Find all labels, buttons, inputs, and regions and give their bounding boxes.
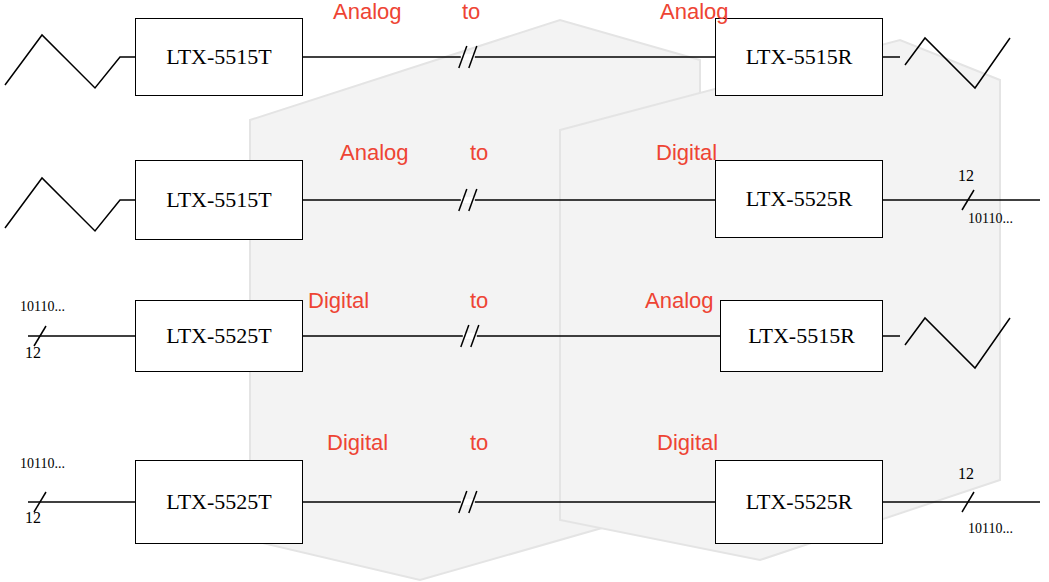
bus-slash	[34, 492, 46, 512]
device-box: LTX-5515T	[135, 18, 303, 96]
model-name: LTX-5515T	[166, 44, 272, 70]
device-box: LTX-5525T	[135, 300, 303, 372]
device-box: LTX-5515T	[135, 160, 303, 240]
bus-slash	[962, 492, 974, 512]
signal-type-heading: Digital	[657, 432, 718, 454]
model-name: LTX-5525T	[166, 323, 272, 349]
signal-type-heading: Digital	[308, 290, 369, 312]
analog-waveform	[5, 178, 135, 231]
fiber-link	[303, 491, 715, 513]
model-name: LTX-5515R	[748, 323, 855, 349]
break-mark	[469, 491, 477, 513]
fiber-line	[303, 199, 715, 201]
signal-drawings	[5, 35, 1040, 512]
fiber-line	[303, 335, 720, 337]
bus-label: 10110...	[968, 212, 1013, 226]
fiber-link	[303, 46, 715, 68]
signal-type-heading: Analog	[333, 1, 402, 23]
bus-label: 10110...	[20, 457, 65, 471]
bus-wire	[883, 199, 1040, 201]
signal-type-heading: Digital	[327, 432, 388, 454]
model-name: LTX-5515T	[166, 187, 272, 213]
break-mark	[469, 189, 477, 211]
analog-waveform	[905, 38, 1010, 88]
signal-type-heading: Analog	[645, 290, 714, 312]
break-mark	[459, 491, 467, 513]
fiber-link	[303, 325, 720, 347]
device-box: LTX-5515R	[715, 18, 883, 96]
bus-wire	[883, 501, 1040, 503]
bus-wire	[28, 501, 135, 503]
break-mark	[469, 46, 477, 68]
signal-type-heading: Analog	[340, 142, 409, 164]
bus-label: 10110...	[20, 300, 65, 314]
model-name: LTX-5525R	[746, 186, 853, 212]
signal-type-heading: to	[462, 1, 480, 23]
break-mark	[459, 46, 467, 68]
break-mark	[459, 189, 467, 211]
fiber-link	[303, 189, 715, 211]
device-box: LTX-5515R	[720, 300, 883, 372]
bus-slash	[962, 190, 974, 210]
signal-type-heading: to	[470, 290, 488, 312]
device-box: LTX-5525T	[135, 460, 303, 544]
fiber-line	[303, 56, 715, 58]
bus-wire	[28, 335, 135, 337]
fiber-line	[303, 501, 715, 503]
device-silhouette	[250, 20, 1000, 580]
signal-type-heading: to	[470, 142, 488, 164]
break-mark	[471, 325, 479, 347]
signal-type-heading: to	[470, 432, 488, 454]
bus-label: 10110...	[968, 522, 1013, 536]
signal-wire	[883, 56, 900, 58]
signal-wire	[883, 335, 900, 337]
signal-type-heading: Analog	[660, 1, 729, 23]
device-box: LTX-5525R	[715, 160, 883, 238]
model-name: LTX-5515R	[746, 44, 853, 70]
device-box: LTX-5525R	[715, 460, 883, 544]
signal-type-heading: Digital	[656, 142, 717, 164]
bus-label: 12	[958, 168, 974, 184]
bus-label: 12	[25, 510, 41, 526]
bus-label: 12	[25, 345, 41, 361]
model-name: LTX-5525T	[166, 489, 272, 515]
bus-slash	[34, 326, 46, 346]
analog-waveform	[905, 318, 1010, 368]
bus-label: 12	[958, 466, 974, 482]
model-name: LTX-5525R	[746, 489, 853, 515]
analog-waveform	[5, 35, 135, 88]
break-mark	[461, 325, 469, 347]
